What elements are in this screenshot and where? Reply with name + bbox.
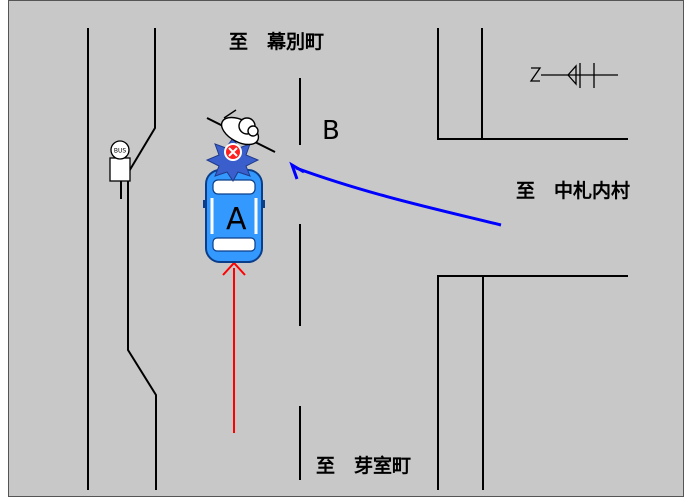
north-arrow-icon (529, 63, 618, 88)
car-icon (203, 169, 265, 263)
vehicle-a-label: A (226, 202, 247, 237)
south-destination-label: 至 芽室町 (316, 454, 411, 477)
bus-stop-label: BUS (114, 148, 127, 155)
diagram-frame (8, 0, 684, 497)
south-east-block (437, 275, 628, 490)
collision-marker-icon (224, 143, 242, 161)
north-east-block (437, 28, 628, 140)
path-b (289, 161, 502, 227)
west-road-edge (127, 28, 157, 490)
road-lines (87, 28, 628, 490)
vehicle-b-label: B (322, 116, 340, 146)
north-destination-label: 至 幕別町 (229, 31, 324, 53)
path-a (222, 261, 246, 433)
bus-stop-sign-icon: BUS (109, 140, 131, 199)
east-destination-label: 至 中札内村 (516, 179, 630, 202)
motorcycle-icon (206, 109, 276, 153)
